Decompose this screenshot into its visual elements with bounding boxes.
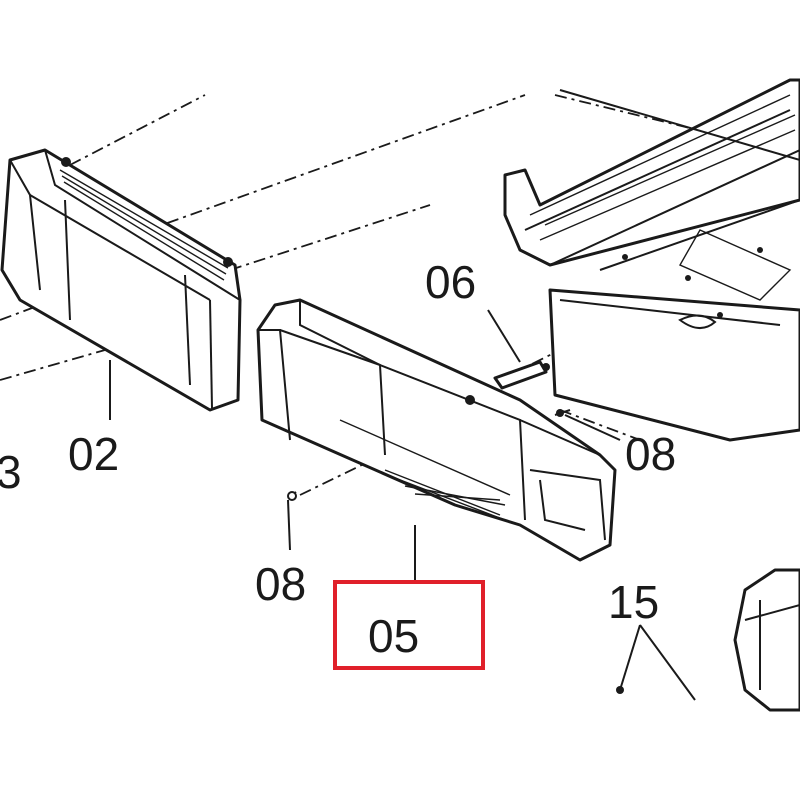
leader-06 xyxy=(487,309,521,363)
leader-08-right xyxy=(564,414,621,441)
highlight-box-05 xyxy=(333,580,485,670)
leader-08-left xyxy=(287,499,291,551)
part-02-panel xyxy=(0,148,242,412)
screw-head-05 xyxy=(465,395,475,405)
callout-02: 02 xyxy=(68,428,119,480)
callout-08-left: 08 xyxy=(255,558,306,610)
callout-15: 15 xyxy=(608,576,659,628)
callout-05: 05 xyxy=(368,610,419,662)
callout-06: 06 xyxy=(425,256,476,308)
callout-08-right: 08 xyxy=(625,428,676,480)
part-06-pin xyxy=(493,360,550,390)
part-08-screw-left xyxy=(287,491,297,501)
leader-lines xyxy=(109,309,696,701)
leader-15-b xyxy=(639,624,696,701)
part-05-duct xyxy=(256,298,617,562)
screw-head-02-b xyxy=(223,257,233,267)
screw-head-02-a xyxy=(61,157,71,167)
leader-15-a xyxy=(619,624,641,691)
callout-3: 3 xyxy=(0,446,22,498)
chassis-frame xyxy=(503,78,800,442)
lower-right-component xyxy=(733,568,800,712)
part-08-screw-right xyxy=(554,409,571,417)
